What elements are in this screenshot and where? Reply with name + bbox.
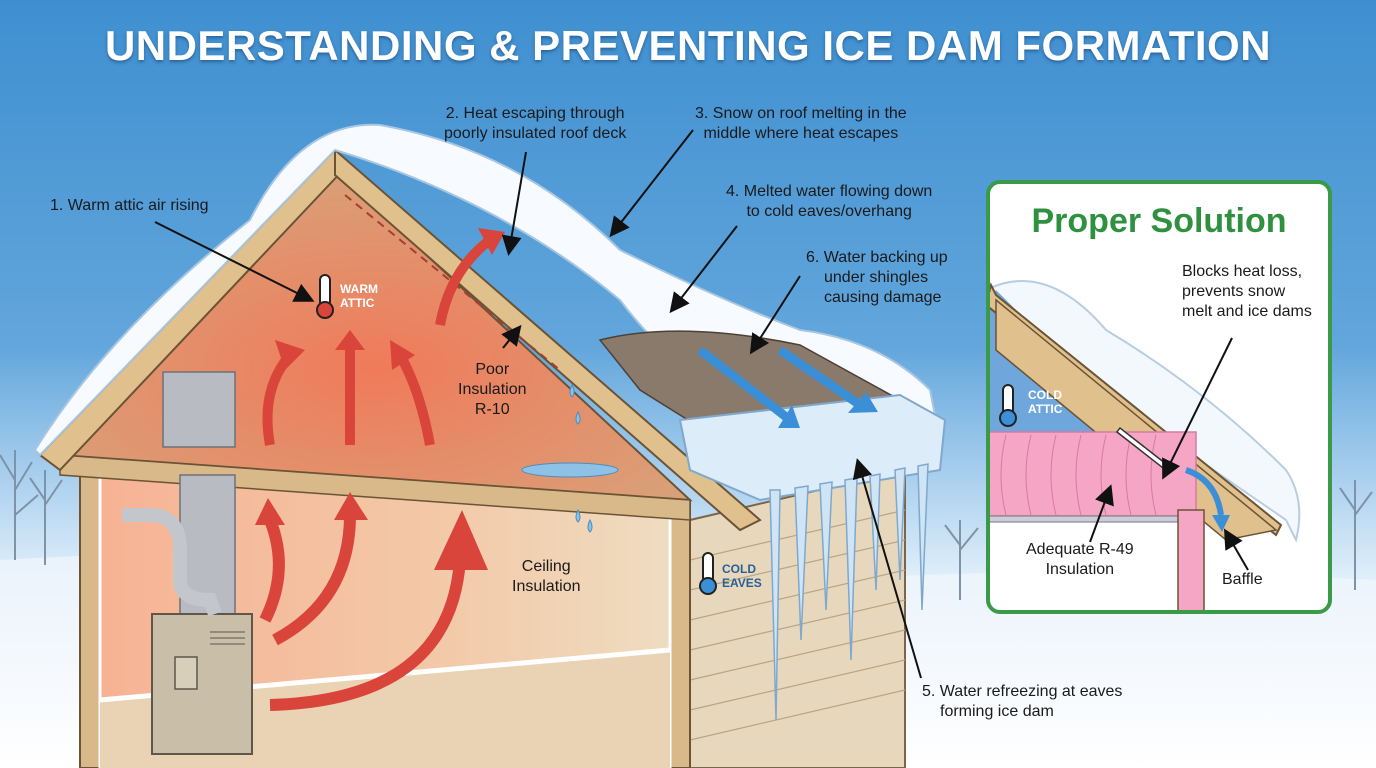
callout-1: 1. Warm attic air rising: [50, 197, 209, 214]
roof-rafter-right: [334, 147, 762, 532]
cold-attic-tag: COLD ATTIC: [1028, 388, 1063, 416]
callout-2: 2. Heat escaping through poorly insulate…: [444, 105, 627, 142]
heat-arrows-room: [259, 514, 466, 711]
water-flow-arrow-2: [777, 346, 863, 409]
callout-3: 3. Snow on roof melting in the middle wh…: [695, 105, 907, 142]
ceiling-insulation-label: Ceiling Insulation: [512, 558, 581, 595]
furnace: [122, 508, 253, 755]
chimney: [162, 371, 236, 448]
thermometer-cold-attic-icon: [999, 384, 1017, 427]
callout-6: 6. Water backing up under shingles causi…: [806, 249, 948, 306]
callout-4: 4. Melted water flowing down to cold eav…: [726, 183, 933, 220]
page-title: UNDERSTANDING & PREVENTING ICE DAM FORMA…: [104, 22, 1272, 69]
baffle-airflow-arrow: [1184, 467, 1224, 516]
cold-eaves-tag: COLD EAVES: [722, 562, 762, 590]
panel-title: Proper Solution: [1031, 202, 1287, 240]
water-flow-arrow-1: [697, 346, 793, 424]
water-drips: [521, 383, 619, 533]
trees-right: [944, 480, 1373, 600]
thermometer-warm-icon: [316, 274, 334, 319]
warm-attic-tag: WARM ATTIC: [340, 282, 378, 310]
solution-note: Blocks heat loss, prevents snow melt and…: [1182, 263, 1312, 320]
trees-left: [0, 450, 63, 565]
callout-leaders: [154, 129, 922, 679]
icicles: [769, 463, 929, 721]
roof-rafter: [990, 282, 1283, 537]
proper-solution-panel: Proper Solution Blocks heat loss, preven…: [986, 180, 1332, 614]
poor-insulation-label: Poor Insulation R-10: [458, 361, 527, 418]
thermometer-cold-eaves-icon: [699, 552, 717, 595]
callout-5: 5. Water refreezing at eaves forming ice…: [922, 683, 1123, 720]
baffle-label: Baffle: [1222, 571, 1263, 588]
r49-insulation-label: Adequate R-49 Insulation: [1026, 541, 1134, 578]
solution-diagram: [990, 280, 1301, 610]
